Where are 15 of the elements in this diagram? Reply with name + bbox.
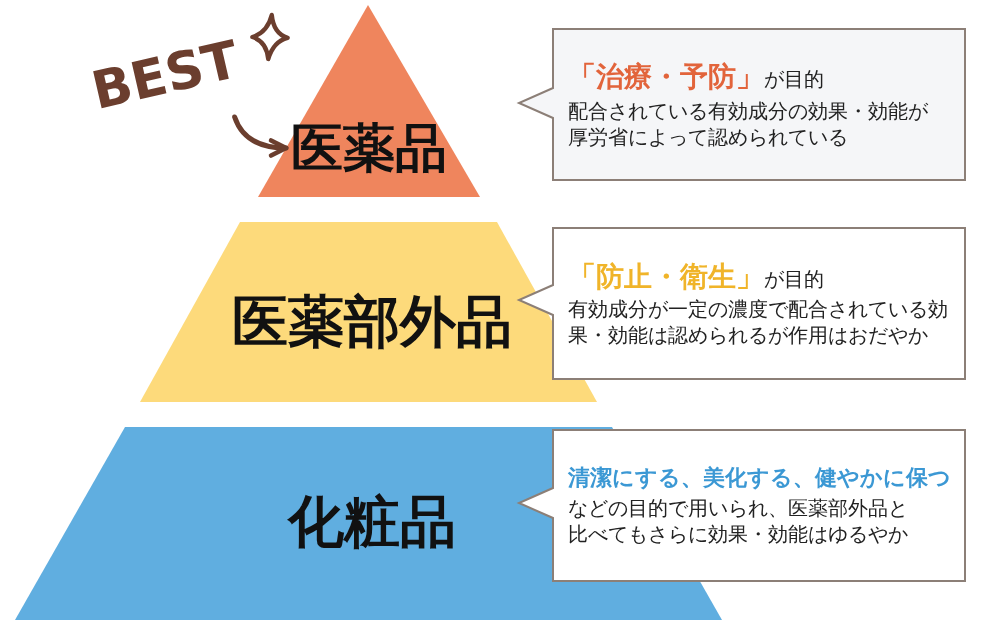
callout-heading: 「防止・衛生」が目的 (568, 258, 824, 295)
tier-label: 医薬品 (291, 122, 447, 174)
callout-heading: 「治療・予防」が目的 (568, 59, 824, 96)
callout-text: などの目的で用いられ、医薬部外品と比べてもさらに効果・効能はゆるやか (568, 494, 909, 547)
callout-box (518, 28, 966, 181)
pyramid-tier (258, 5, 480, 197)
callout-text: 有効成分が一定の濃度で配合されている効果・効能は認められるが作用はおだやか (568, 297, 949, 349)
tier-label: 化粧品 (288, 494, 456, 550)
tier-label: 医薬部外品 (232, 294, 512, 350)
callout-heading: 清潔にする、美化する、健やかに保つ (568, 464, 951, 493)
handwritten-label: BEST (87, 33, 243, 117)
callout-box (518, 227, 966, 380)
callout-text: 配合されている有効成分の効果・効能が厚労省によって認められている (568, 97, 929, 150)
callout-box (518, 429, 966, 582)
curved-arrow (232, 114, 289, 158)
